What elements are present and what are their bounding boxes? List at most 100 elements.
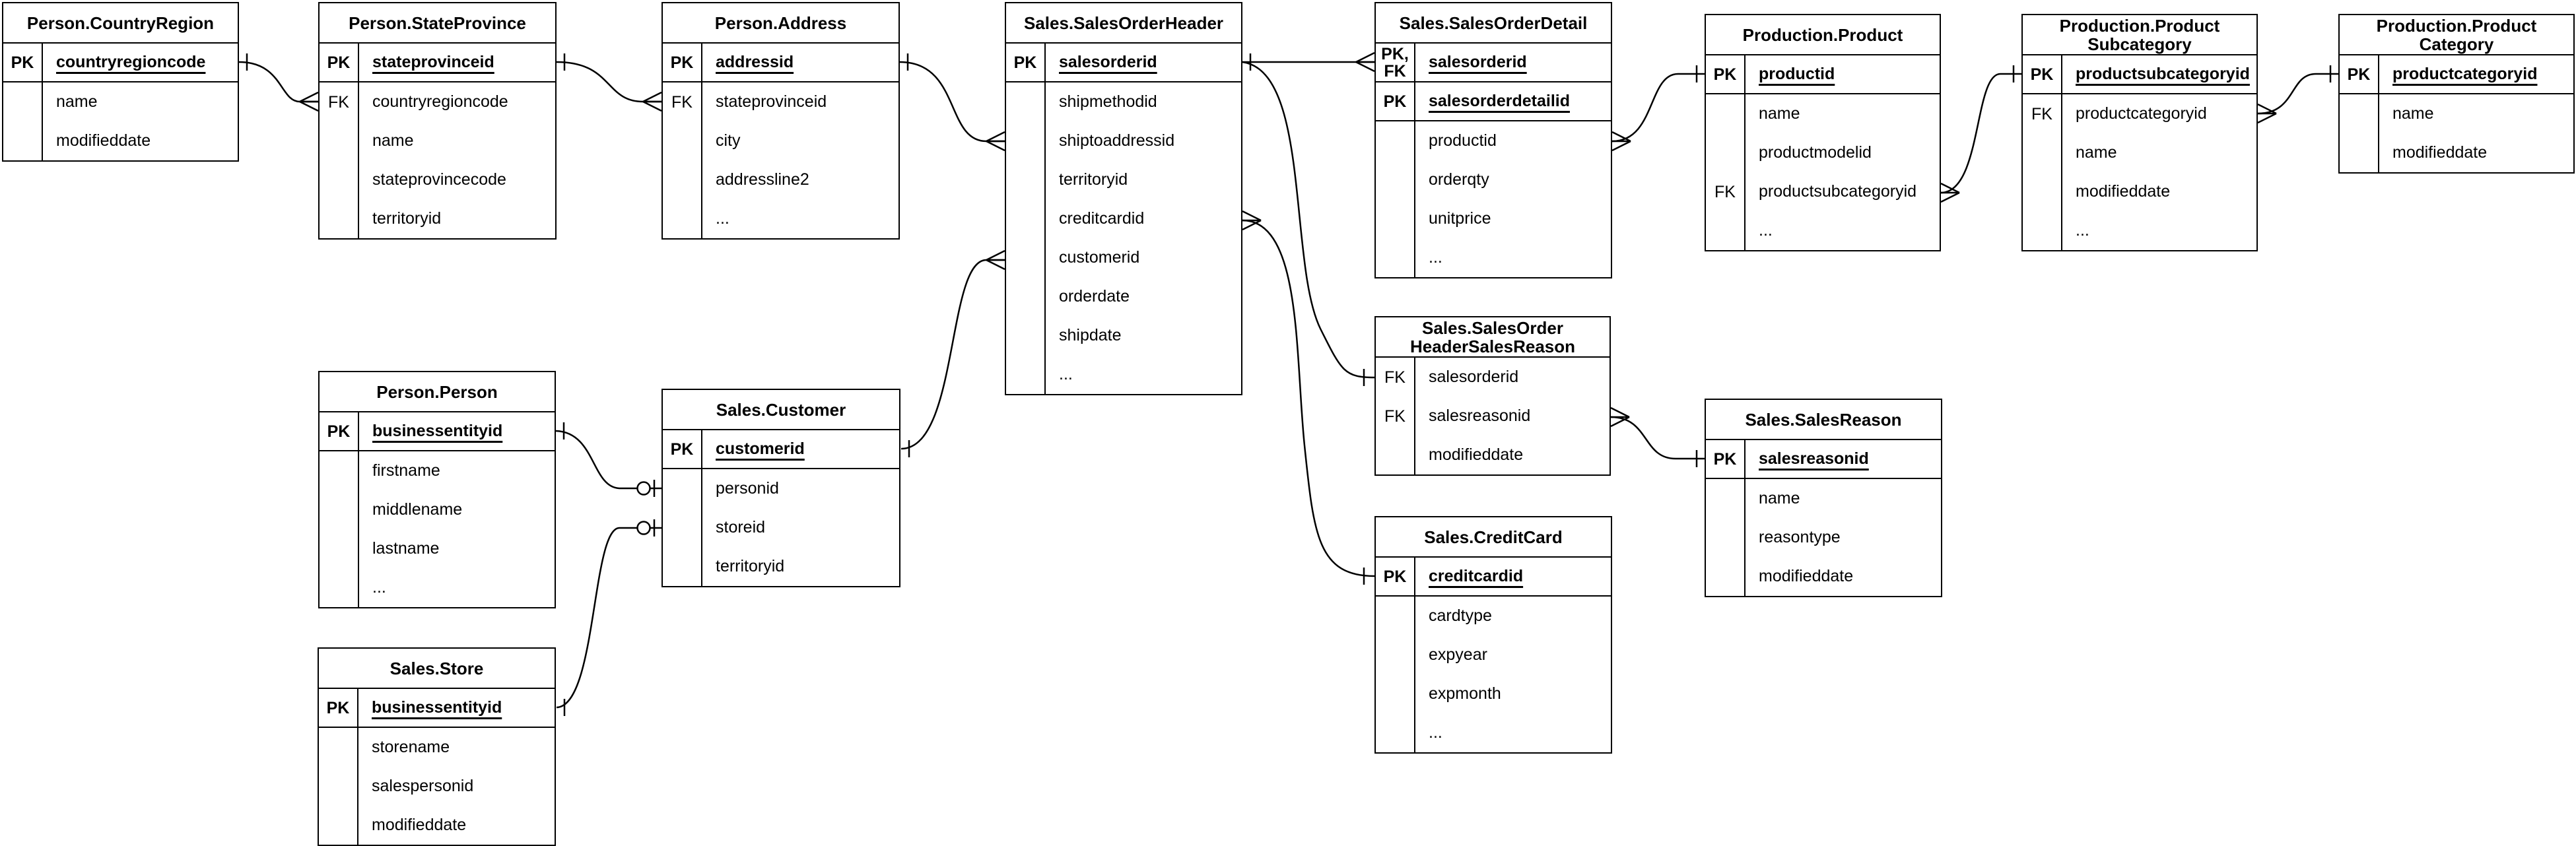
key-cell: FK [663, 82, 702, 121]
key-cell [1376, 199, 1415, 238]
attribute-cell: unitprice [1415, 199, 1611, 238]
attribute-cell: salesorderid [1415, 358, 1610, 397]
attribute-cell: modifieddate [1415, 436, 1610, 474]
table-title: Sales.SalesOrderHeader [1006, 3, 1241, 44]
attribute-cell: salesorderid [1046, 44, 1241, 81]
table-title: Sales.SalesOrderDetail [1376, 3, 1611, 44]
key-cell [663, 469, 702, 508]
key-cell [2023, 133, 2062, 172]
attribute-cell: modifieddate [358, 806, 555, 845]
attribute-row: modifieddate [3, 121, 238, 160]
table-title: Person.CountryRegion [3, 3, 238, 44]
attribute-row: customerid [1006, 238, 1241, 277]
attribute-row: territoryid [663, 547, 899, 586]
attribute-row: lastname [320, 529, 555, 568]
attribute-cell: salesreasonid [1415, 397, 1610, 436]
attribute-name: cardtype [1429, 606, 1492, 625]
attribute-row: reasontype [1706, 518, 1941, 557]
attribute-cell: territoryid [702, 547, 899, 586]
attribute-row: creditcardid [1006, 199, 1241, 238]
key-cell [1376, 238, 1415, 277]
table-title: Person.Person [320, 372, 555, 412]
attribute-row: name [2023, 133, 2256, 172]
key-cell [1006, 277, 1046, 316]
attribute-row: middlename [320, 490, 555, 529]
attribute-cell: ... [1415, 238, 1611, 277]
attribute-cell: personid [702, 469, 899, 508]
attribute-name: stateprovincecode [372, 170, 506, 189]
attribute-name: ... [1759, 221, 1773, 240]
key-cell [320, 529, 359, 568]
attribute-cell: name [359, 121, 555, 160]
attribute-cell: city [702, 121, 898, 160]
table-title: Production.Product Subcategory [2023, 15, 2256, 55]
attribute-name: ... [1059, 365, 1073, 383]
key-cell: PK [319, 689, 358, 727]
table-title: Person.Address [663, 3, 898, 44]
key-cell: FK [1376, 358, 1415, 397]
key-cell [319, 767, 358, 806]
key-cell [1376, 160, 1415, 199]
key-cell [1376, 597, 1415, 635]
attribute-name: storeid [716, 518, 766, 537]
relationship-productsubcategory-product [1940, 65, 2021, 203]
attribute-row: city [663, 121, 898, 160]
attribute-name: stateprovinceid [716, 92, 827, 111]
attribute-name: modifieddate [1429, 445, 1524, 464]
key-cell [320, 160, 359, 199]
attribute-cell: name [1746, 479, 1941, 518]
attribute-cell: productid [1415, 121, 1611, 160]
attribute-cell: ... [702, 199, 898, 238]
table-title: Sales.Customer [663, 390, 899, 430]
attribute-cell: productmodelid [1746, 133, 1940, 172]
key-cell [1006, 199, 1046, 238]
attribute-name: unitprice [1429, 209, 1491, 228]
attribute-name: modifieddate [56, 131, 151, 150]
key-cell [1376, 635, 1415, 674]
attribute-cell: ... [1046, 355, 1241, 394]
attribute-cell: ... [359, 568, 555, 607]
attribute-name: territoryid [716, 557, 785, 575]
attribute-name: businessentityid [372, 422, 503, 440]
key-cell [663, 160, 702, 199]
key-cell [320, 199, 359, 238]
attribute-row: stateprovincecode [320, 160, 555, 199]
attribute-row: modifieddate [319, 806, 555, 845]
key-cell [2023, 172, 2062, 211]
key-cell [1006, 82, 1046, 121]
attribute-cell: countryregioncode [43, 44, 238, 81]
attribute-cell: addressline2 [702, 160, 898, 199]
table-title: Sales.SalesReason [1706, 400, 1941, 440]
attribute-name: shipdate [1059, 326, 1122, 344]
attribute-name: firstname [372, 461, 440, 480]
relationship-person-customer [555, 422, 661, 497]
attribute-row: storename [319, 728, 555, 767]
key-cell [2340, 133, 2379, 172]
attribute-row: ... [1006, 355, 1241, 394]
key-cell [2340, 94, 2379, 133]
attribute-row: modifieddate [2023, 172, 2256, 211]
key-cell [320, 121, 359, 160]
